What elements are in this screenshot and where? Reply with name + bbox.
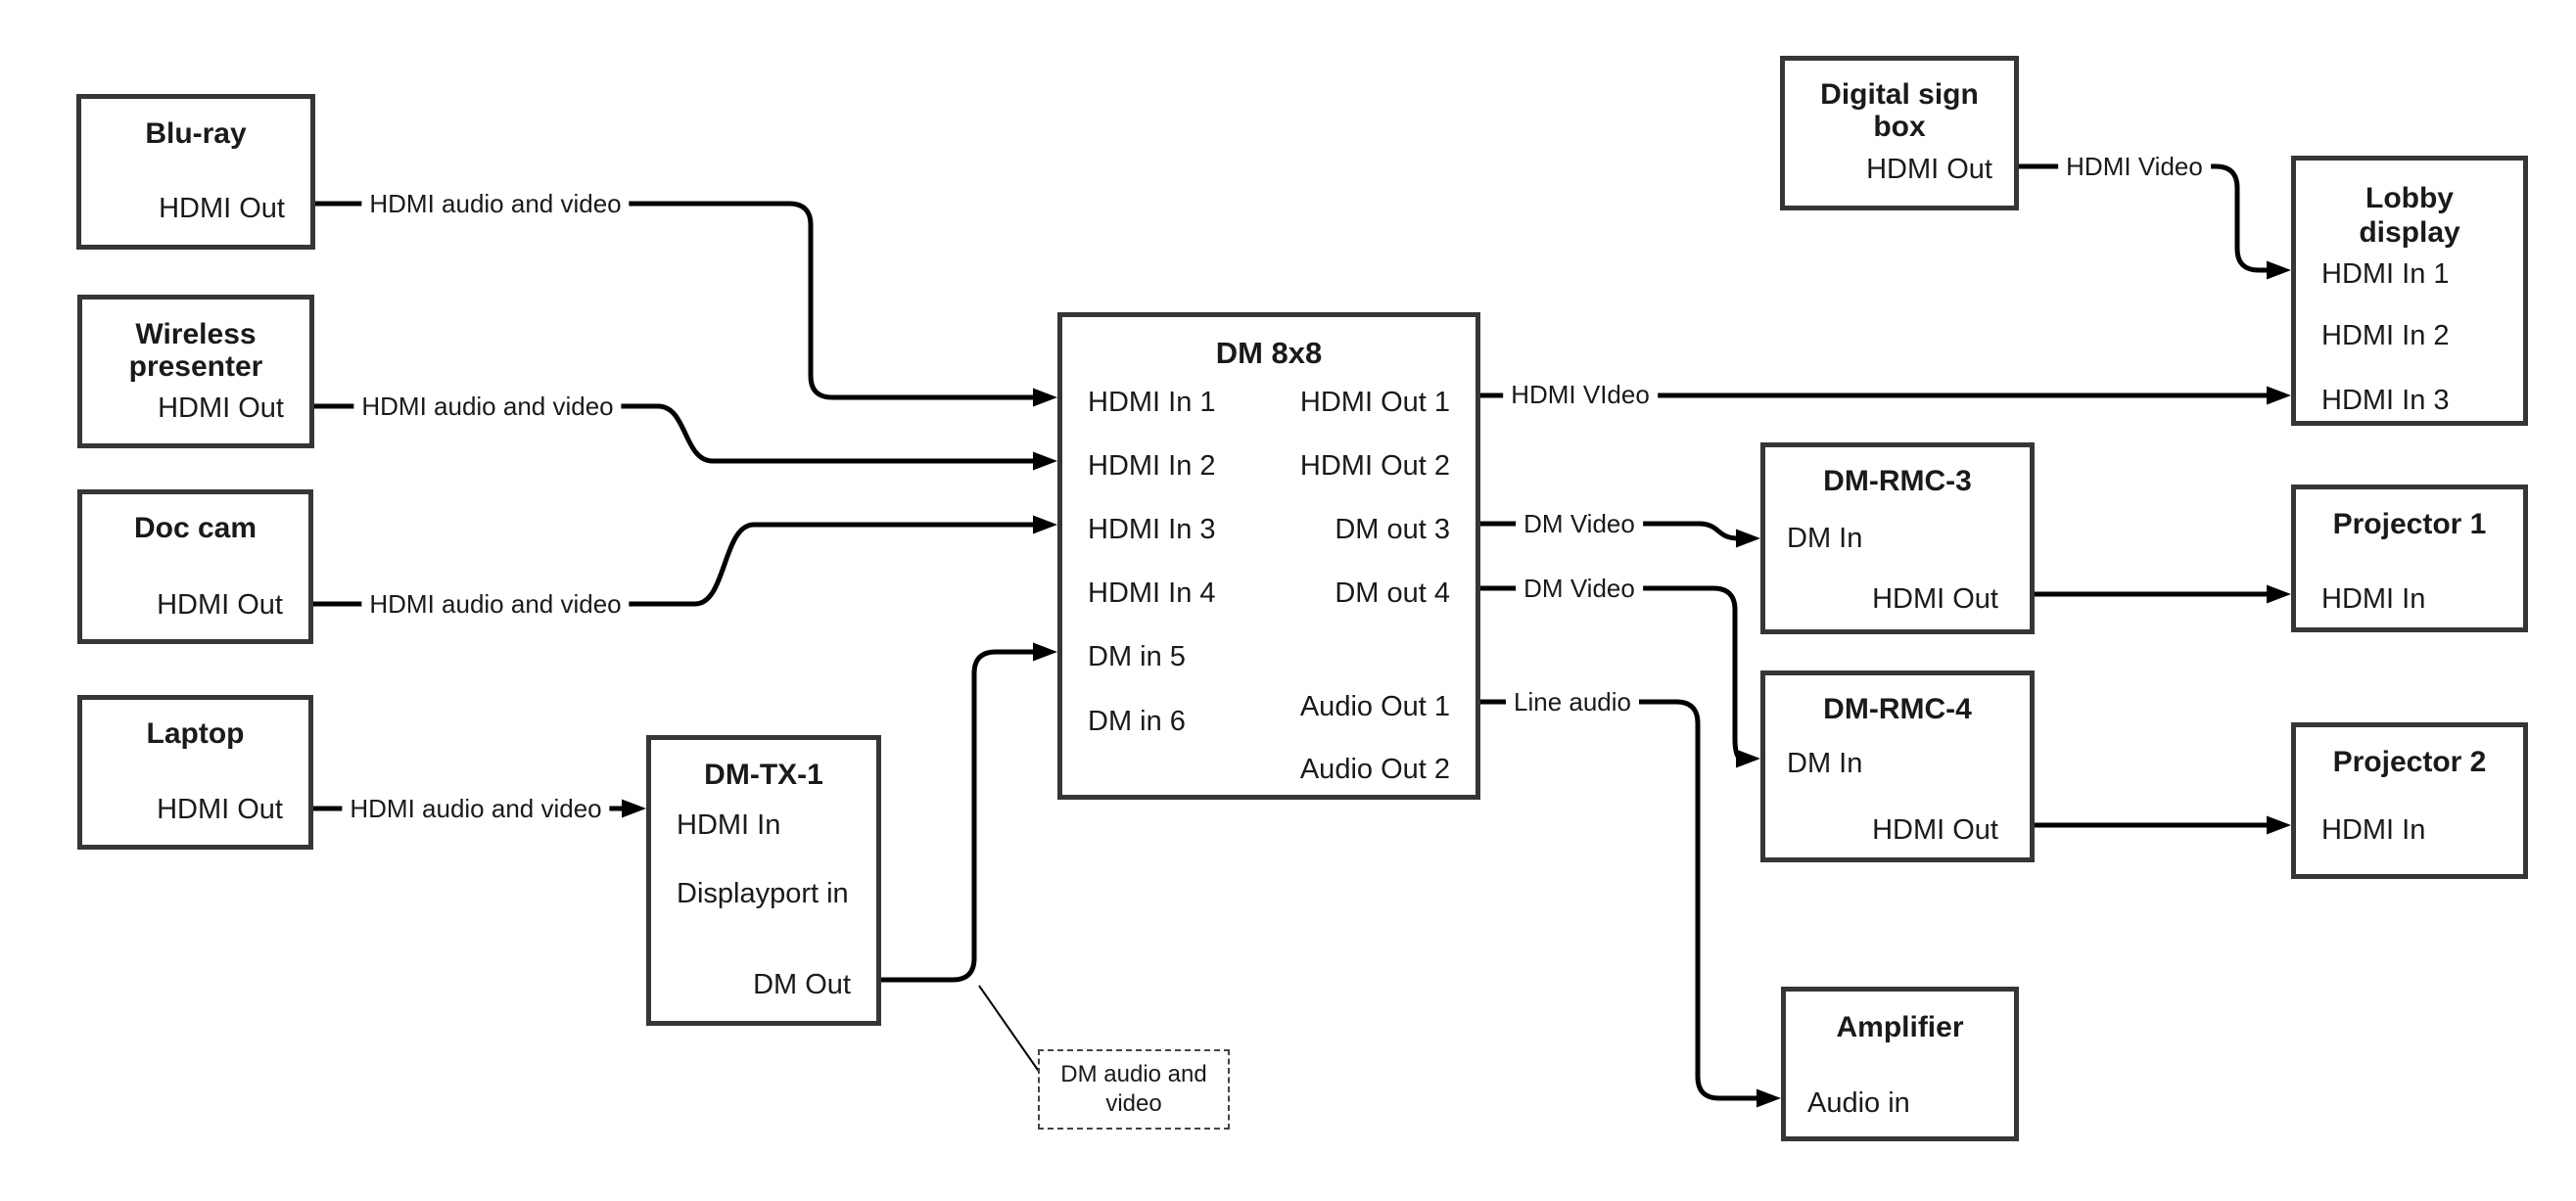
port-lobby-hdmi-in-3: HDMI In 3	[2321, 385, 2450, 416]
line-dm8x8-audioout1-to-amplifier	[1480, 699, 1758, 1101]
box-lobby-display: Lobby display HDMI In 1 HDMI In 2 HDMI I…	[2291, 156, 2528, 426]
port-lobby-hdmi-in-1: HDMI In 1	[2321, 258, 2450, 290]
port-bluray-hdmi-out: HDMI Out	[159, 193, 285, 224]
port-amplifier-audio-in: Audio in	[1807, 1087, 1910, 1119]
port-dm8x8-dm-in-5: DM in 5	[1088, 641, 1186, 672]
port-dmtx1-dm-out: DM Out	[753, 969, 851, 1000]
arrowhead	[2267, 386, 2291, 405]
line-wireless-to-dm8x8-in2	[314, 403, 1035, 464]
arrowhead	[2267, 260, 2291, 280]
arrowhead	[1756, 1088, 1781, 1108]
box-wireless-presenter: Wireless presenter HDMI Out	[77, 295, 314, 448]
port-dmtx1-hdmi-in: HDMI In	[677, 809, 781, 841]
port-dm8x8-dm-in-6: DM in 6	[1088, 706, 1186, 737]
note-line2: video	[1105, 1090, 1162, 1117]
line-bluray-to-dm8x8-in1	[315, 201, 1035, 400]
line-label-dm-out3: DM Video	[1516, 508, 1643, 539]
box-projector-2: Projector 2 HDMI In	[2291, 722, 2528, 879]
port-dmrmc4-hdmi-out: HDMI Out	[1872, 814, 1998, 846]
box-proj2-title: Projector 2	[2332, 746, 2487, 778]
port-dm8x8-audio-out-2: Audio Out 2	[1299, 754, 1450, 785]
line-label-digitalsign: HDMI Video	[2058, 151, 2211, 182]
line-dm8x8-dmout3-to-dmrmc3	[1480, 521, 1739, 541]
arrowhead	[1033, 388, 1057, 407]
line-dmtx1-to-dm8x8-in5	[881, 649, 1035, 983]
note-leader-line	[978, 985, 1041, 1074]
box-lobby-title-line2: display	[2359, 216, 2460, 249]
box-amplifier-title: Amplifier	[1836, 1011, 1964, 1043]
port-lobby-hdmi-in-2: HDMI In 2	[2321, 320, 2450, 351]
box-laptop-title: Laptop	[146, 717, 245, 750]
line-label-audio-out1: Line audio	[1506, 686, 1639, 717]
port-dm8x8-dm-out-4: DM out 4	[1335, 577, 1450, 609]
note-dm-audio-video: DM audio and video	[1038, 1049, 1230, 1130]
port-dm8x8-hdmi-in-4: HDMI In 4	[1088, 577, 1216, 609]
box-amplifier: Amplifier Audio in	[1781, 987, 2019, 1141]
port-dm8x8-hdmi-in-1: HDMI In 1	[1088, 387, 1216, 418]
box-dmtx1-title: DM-TX-1	[704, 759, 823, 791]
port-laptop-hdmi-out: HDMI Out	[157, 794, 283, 825]
port-dmrmc3-hdmi-out: HDMI Out	[1872, 583, 1998, 615]
box-doc-cam: Doc cam HDMI Out	[77, 489, 313, 644]
box-dm-rmc-3: DM-RMC-3 DM In HDMI Out	[1760, 442, 2035, 634]
line-label-hdmi-out1: HDMI VIdeo	[1503, 379, 1658, 410]
box-laptop: Laptop HDMI Out	[77, 695, 313, 850]
arrowhead	[1033, 642, 1057, 662]
box-bluray-title: Blu-ray	[145, 117, 247, 150]
port-dm8x8-audio-out-1: Audio Out 1	[1299, 691, 1450, 722]
box-dm8x8-title: DM 8x8	[1215, 336, 1323, 370]
arrowhead	[1736, 529, 1760, 548]
box-projector-1: Projector 1 HDMI In	[2291, 485, 2528, 632]
port-dmrmc4-dm-in: DM In	[1787, 748, 1863, 779]
arrowhead	[1033, 451, 1057, 471]
box-digitalsign-title-line2: box	[1873, 111, 1926, 143]
port-wireless-hdmi-out: HDMI Out	[158, 393, 284, 424]
port-doccam-hdmi-out: HDMI Out	[157, 589, 283, 621]
line-label-doccam: HDMI audio and video	[361, 588, 630, 620]
port-proj1-hdmi-in: HDMI In	[2321, 583, 2426, 615]
box-digital-sign-box: Digital sign box HDMI Out	[1780, 56, 2019, 210]
note-line1: DM audio and	[1060, 1061, 1207, 1087]
box-bluray: Blu-ray HDMI Out	[76, 94, 315, 250]
line-doccam-to-dm8x8-in3	[313, 522, 1035, 607]
port-dm8x8-hdmi-in-2: HDMI In 2	[1088, 450, 1216, 482]
port-proj2-hdmi-in: HDMI In	[2321, 814, 2426, 846]
box-doccam-title: Doc cam	[133, 512, 258, 544]
arrowhead	[622, 799, 646, 818]
box-proj1-title: Projector 1	[2332, 508, 2487, 540]
line-label-bluray: HDMI audio and video	[361, 188, 630, 219]
arrowhead	[1033, 515, 1057, 534]
port-dm8x8-hdmi-out-2: HDMI Out 2	[1299, 450, 1450, 482]
port-digitalsign-hdmi-out: HDMI Out	[1866, 154, 1992, 185]
box-lobby-title-line1: Lobby	[2365, 182, 2454, 214]
box-digitalsign-title-line1: Digital sign	[1820, 78, 1979, 111]
box-wireless-title-line2: presenter	[128, 350, 263, 383]
box-wireless-title-line1: Wireless	[135, 318, 257, 350]
box-dm-tx-1: DM-TX-1 HDMI In Displayport in DM Out	[646, 735, 881, 1026]
box-dm-8x8: DM 8x8 HDMI In 1 HDMI In 2 HDMI In 3 HDM…	[1057, 312, 1480, 800]
arrowhead	[2267, 815, 2291, 835]
port-dmrmc3-dm-in: DM In	[1787, 523, 1863, 554]
line-label-dm-out4: DM Video	[1516, 573, 1643, 604]
port-dm8x8-hdmi-in-3: HDMI In 3	[1088, 514, 1216, 545]
port-dmtx1-displayport-in: Displayport in	[677, 878, 849, 909]
port-dm8x8-hdmi-out-1: HDMI Out 1	[1299, 387, 1450, 418]
box-dmrmc4-title: DM-RMC-4	[1823, 693, 1972, 725]
line-digitalsign-to-lobby-in1	[2019, 163, 2269, 273]
line-dm8x8-dmout4-to-dmrmc4	[1480, 585, 1743, 762]
arrowhead	[2267, 584, 2291, 604]
line-label-laptop: HDMI audio and video	[342, 793, 610, 824]
box-dm-rmc-4: DM-RMC-4 DM In HDMI Out	[1760, 670, 2035, 862]
port-dm8x8-dm-out-3: DM out 3	[1335, 514, 1450, 545]
line-label-wireless: HDMI audio and video	[353, 391, 622, 422]
arrowhead	[1736, 749, 1760, 768]
box-dmrmc3-title: DM-RMC-3	[1823, 465, 1972, 497]
